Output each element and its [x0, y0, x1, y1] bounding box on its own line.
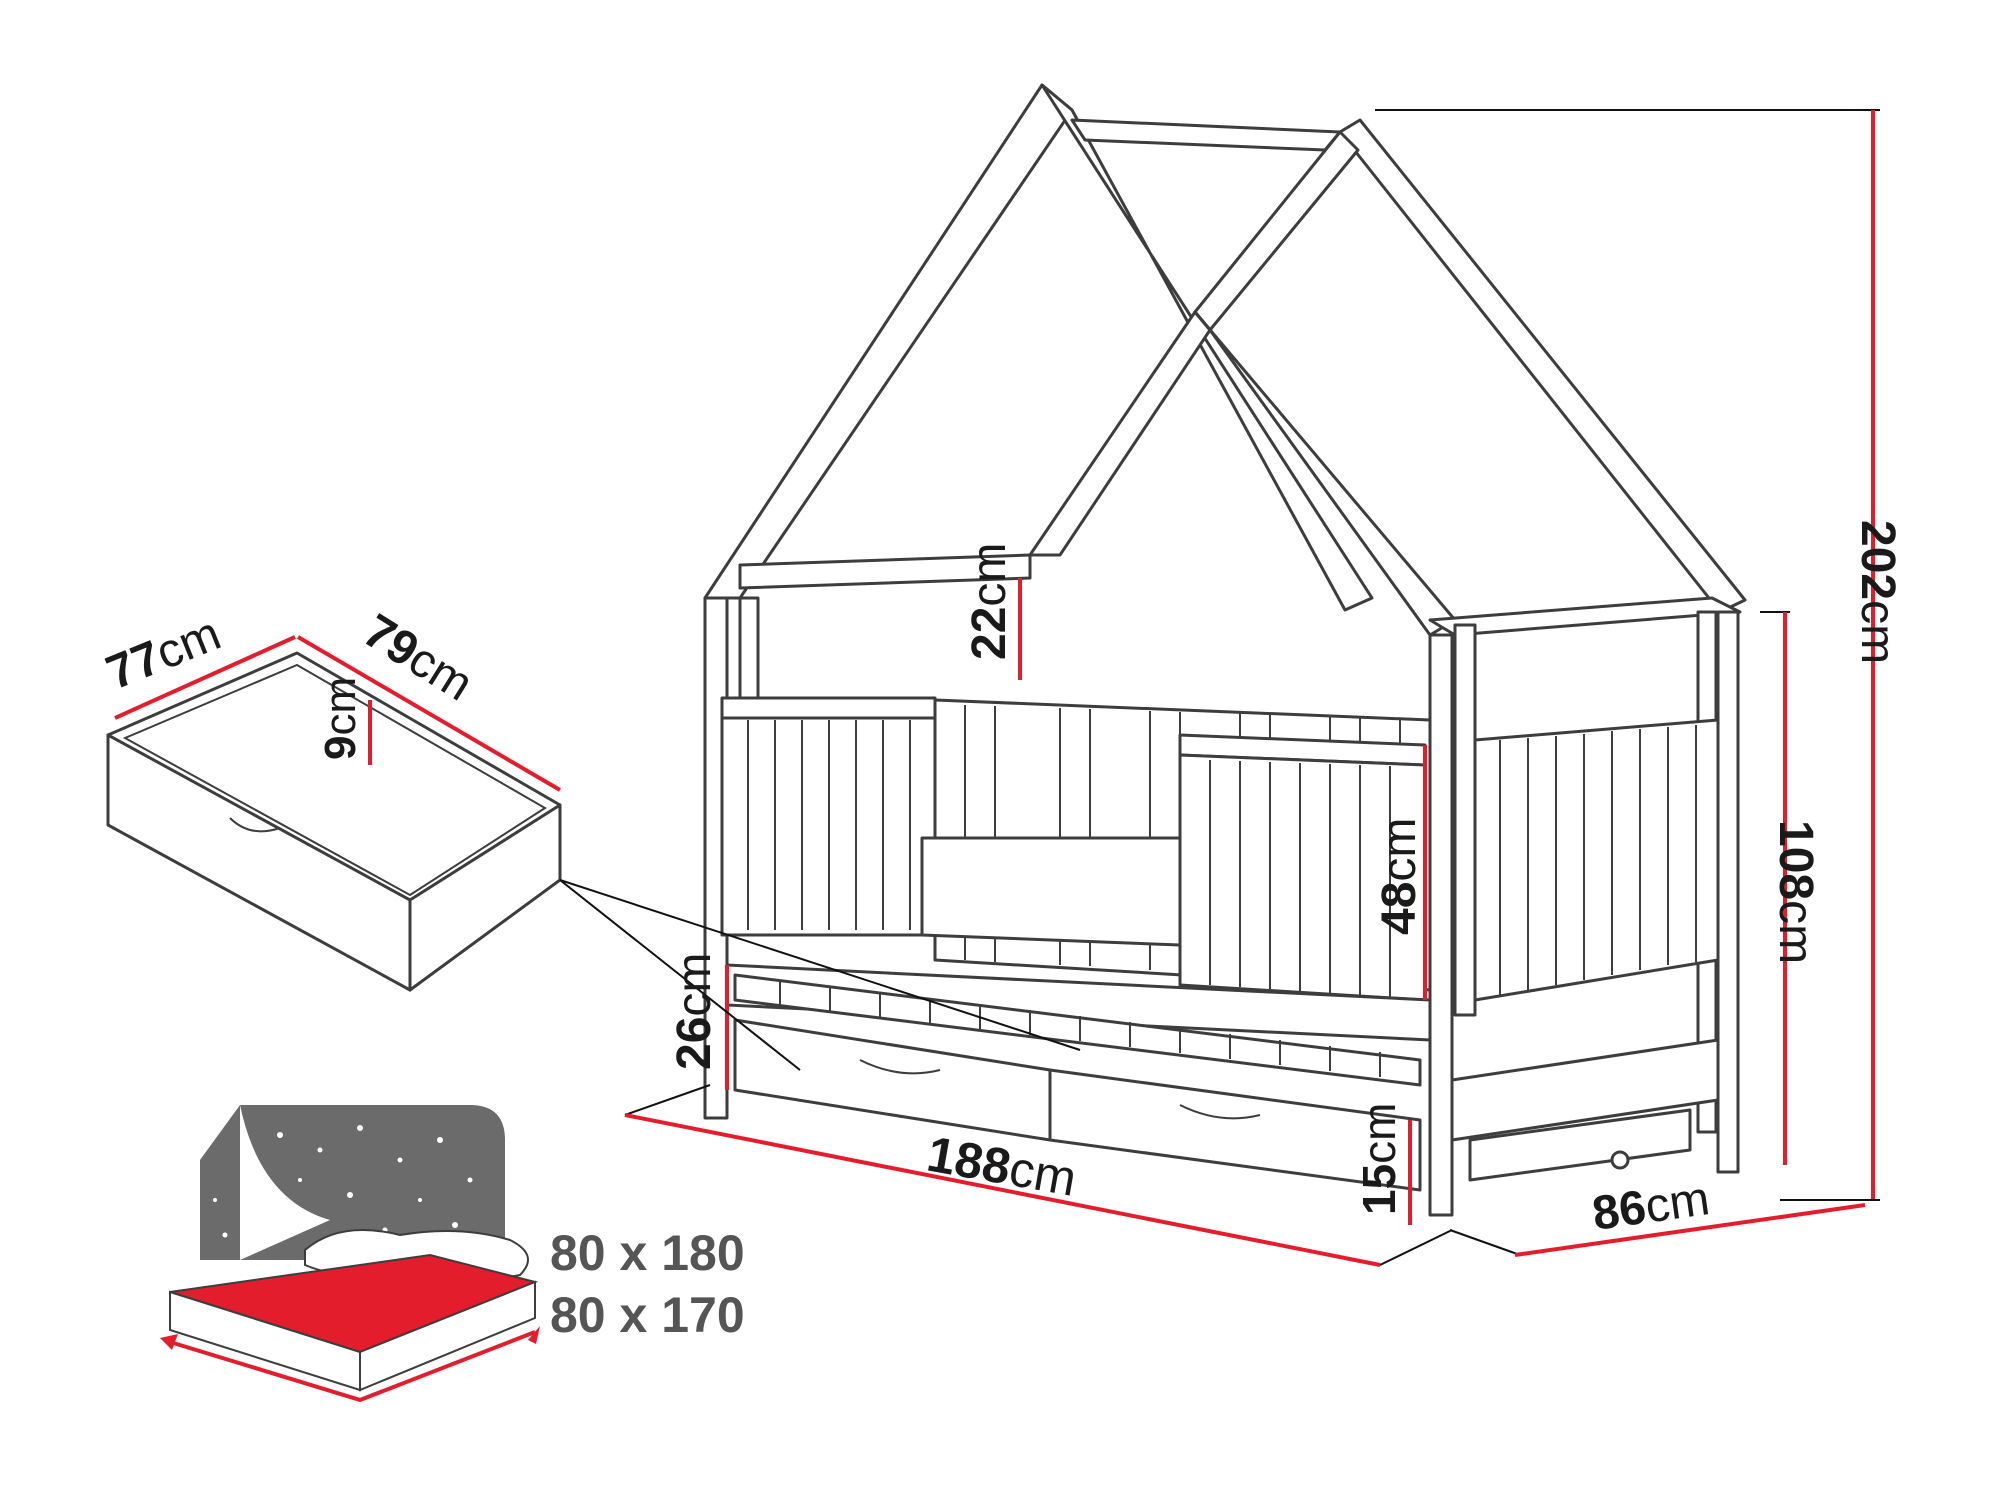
svg-text:77cm: 77cm: [99, 607, 228, 700]
svg-text:48cm: 48cm: [1373, 818, 1426, 935]
label-side-height: 108cm: [1769, 820, 1822, 964]
house-bed-drawing: [703, 83, 1747, 1217]
svg-text:108cm: 108cm: [1769, 820, 1822, 964]
label-overall-height: 202cm: [1851, 520, 1904, 664]
mattress-size-1: 80 x 180: [550, 1225, 745, 1281]
dimension-lines: [114, 109, 1880, 1267]
label-rail-height: 48cm: [1373, 818, 1426, 935]
label-base-height: 26cm: [668, 953, 721, 1070]
mattress-dimension-line: [169, 1330, 536, 1403]
svg-text:15cm: 15cm: [1353, 1103, 1405, 1216]
svg-text:22cm: 22cm: [963, 543, 1016, 660]
svg-text:9cm: 9cm: [316, 677, 365, 760]
svg-text:86cm: 86cm: [1589, 1172, 1713, 1241]
label-drawer-depth: 9cm: [316, 677, 365, 760]
svg-text:26cm: 26cm: [668, 953, 721, 1070]
mattress-size-list: 80 x 180 80 x 170: [550, 1225, 745, 1343]
drawer-drawing: [106, 651, 562, 992]
label-drawer-width: 77cm: [99, 607, 228, 700]
label-width: 86cm: [1589, 1172, 1713, 1241]
label-drawer-clearance: 15cm: [1353, 1103, 1405, 1216]
mattress-size-2: 80 x 170: [550, 1287, 745, 1343]
mattress-icon: [160, 1105, 540, 1403]
svg-text:202cm: 202cm: [1851, 520, 1904, 664]
label-roof-gap: 22cm: [963, 543, 1016, 660]
